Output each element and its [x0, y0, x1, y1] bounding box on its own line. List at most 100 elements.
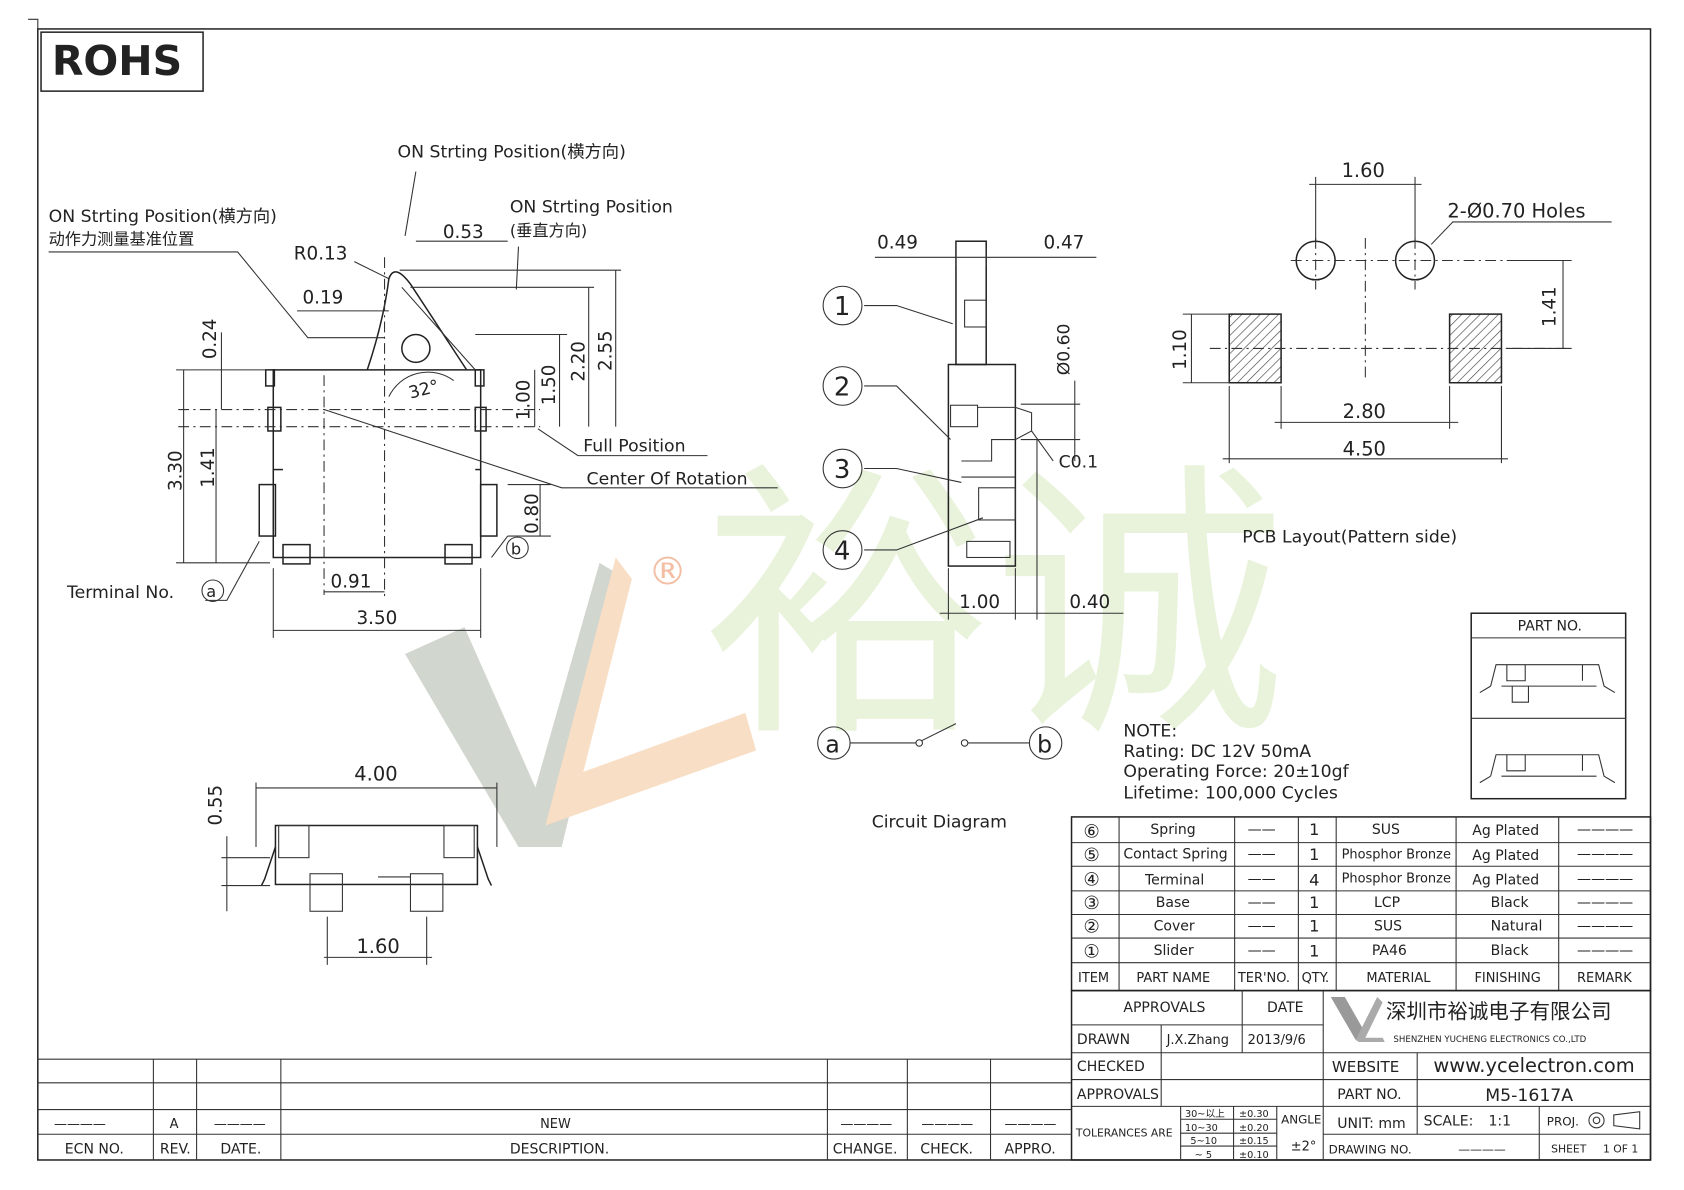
rev-rev: REV.: [160, 1142, 191, 1158]
bom-row: ⑤ Contact Spring —— 1 Phosphor Bronze Ag…: [1083, 845, 1633, 866]
callout-3[interactable]: [822, 448, 863, 489]
tb-date: DATE: [1267, 1000, 1303, 1016]
watermark-chinese: 裕诚: [702, 439, 1285, 777]
tb-angle-label: ANGLE: [1281, 1113, 1321, 1127]
bom-qty: 1: [1309, 845, 1319, 864]
bom-name: Terminal: [1144, 873, 1204, 889]
bom-name: Slider: [1154, 943, 1194, 959]
tb-website[interactable]: www.ycelectron.com: [1433, 1054, 1634, 1077]
bom-name: Cover: [1154, 919, 1195, 935]
dim-r013: R0.13: [294, 244, 348, 265]
bom-row: ④ Terminal —— 4 Phosphor Bronze Ag Plate…: [1083, 870, 1633, 891]
title-block: APPROVALS DATE DRAWN J.X.Zhang 2013/9/6 …: [1070, 989, 1652, 1161]
bom-item: ④: [1083, 870, 1099, 891]
end-view-callouts[interactable]: 1 2 3 4: [822, 285, 863, 570]
bom-remark: ————: [1577, 919, 1633, 935]
bom-item: ⑤: [1083, 845, 1099, 866]
dim-019: 0.19: [302, 287, 343, 308]
bottom-view: 4.00 0.55 1.60: [205, 763, 498, 965]
bom-header-qty: QTY.: [1302, 971, 1330, 986]
bom-qty: 1: [1309, 941, 1319, 960]
dim-110: 1.10: [1170, 329, 1191, 370]
circuit-diagram: a b Circuit Diagram: [817, 723, 1063, 833]
bom-header-name: PART NAME: [1136, 971, 1210, 986]
dim-100: 1.00: [513, 380, 534, 421]
tb-partno-label: PART NO.: [1337, 1087, 1401, 1103]
tb-company-cn: 深圳市裕诚电子有限公司: [1386, 1000, 1612, 1024]
dim-141: 1.41: [198, 447, 219, 488]
bom-header-material: MATERIAL: [1366, 971, 1431, 986]
part-no-box: PART NO.: [1470, 612, 1627, 800]
rev-desc-val: NEW: [540, 1117, 571, 1132]
callout-1[interactable]: [822, 285, 863, 326]
tb-approvals2: APPROVALS: [1077, 1087, 1159, 1103]
bom-name: Contact Spring: [1123, 847, 1227, 863]
side-view: [48, 171, 778, 638]
tb-drawing-no: DRAWING NO.: [1329, 1143, 1412, 1157]
rev-rev-val: A: [170, 1117, 179, 1132]
rev-change-val: ————: [840, 1117, 892, 1132]
tb-tol-r2a: 10~30: [1185, 1123, 1218, 1134]
tb-sheet: SHEET: [1551, 1143, 1587, 1156]
bom-header-ter: TER'NO.: [1237, 971, 1290, 986]
terminal-a-label: a: [206, 582, 216, 601]
label-on-string-right-cn: (垂直方向): [510, 221, 587, 240]
tb-drawing-no-val: ————: [1458, 1143, 1506, 1157]
sheet-border: [37, 28, 1652, 1161]
dim-160: 1.60: [1342, 159, 1385, 182]
part-no-box-title: PART NO.: [1518, 618, 1582, 634]
bom-qty: 1: [1309, 820, 1319, 839]
dim-053: 0.53: [443, 222, 484, 243]
dim-080: 0.80: [522, 493, 543, 534]
bom-row: ⑥ Spring —— 1 SUS Ag Plated ————: [1083, 820, 1633, 842]
bom-header-remark: REMARK: [1577, 971, 1632, 986]
bom-finish: Ag Plated: [1472, 823, 1539, 839]
bom-finish: Natural: [1491, 919, 1543, 935]
label-full-position: Full Position: [583, 436, 685, 456]
bom-material: SUS: [1374, 919, 1402, 935]
circuit-terminal-b: b: [1037, 731, 1052, 759]
bom-remark: ————: [1577, 871, 1633, 887]
pcb-layout-labels: 1.60 2-Ø0.70 Holes 1.41 1.10 2.80 4.50 P…: [1170, 159, 1586, 547]
callout-4[interactable]: [822, 530, 863, 570]
terminal-a-marker: [201, 579, 225, 602]
revision-block: ———— A ———— NEW ———— ———— ———— ECN NO. R…: [37, 1058, 1072, 1160]
dim-angle: 32°: [407, 377, 442, 404]
bom-remark: ————: [1577, 943, 1633, 959]
dim-330: 3.30: [165, 450, 186, 491]
bom-ter: ——: [1248, 895, 1276, 911]
bom-ter: ——: [1248, 847, 1276, 863]
callout-2[interactable]: [822, 366, 863, 406]
bom-name: Spring: [1150, 822, 1195, 838]
dim-047: 0.47: [1043, 233, 1084, 254]
bom-ter: ——: [1248, 871, 1276, 887]
dim-c01: C0.1: [1059, 452, 1099, 472]
bom-material: SUS: [1372, 822, 1400, 838]
bom-ter: ——: [1248, 943, 1276, 959]
rev-appro-val: ————: [1005, 1117, 1057, 1132]
note-rating: Rating: DC 12V 50mA: [1123, 742, 1311, 762]
dim-091: 0.91: [331, 572, 372, 593]
tb-tol-r2b: ±0.20: [1239, 1123, 1269, 1134]
bom-item: ⑥: [1083, 821, 1099, 842]
tb-partno: M5-1617A: [1485, 1086, 1573, 1106]
label-pcb-layout: PCB Layout(Pattern side): [1242, 528, 1457, 548]
rev-description: DESCRIPTION.: [510, 1142, 609, 1158]
dim-150: 1.50: [539, 365, 560, 406]
bom-name: Base: [1156, 895, 1190, 911]
rev-date: DATE.: [220, 1142, 261, 1158]
tb-sheet-val: 1 OF 1: [1603, 1143, 1638, 1156]
dim-100b: 1.00: [959, 592, 1000, 613]
tb-tol-r3b: ±0.15: [1239, 1136, 1269, 1147]
label-circuit-diagram: Circuit Diagram: [872, 813, 1007, 833]
tb-tol-r3a: 5~10: [1190, 1136, 1217, 1147]
bom-finish: Black: [1491, 943, 1530, 959]
bom-remark: ————: [1577, 822, 1633, 838]
bom-qty: 1: [1309, 893, 1319, 912]
dim-049: 0.49: [877, 233, 918, 254]
dim-350: 3.50: [356, 608, 397, 629]
watermark-logo: ® 裕诚: [405, 439, 1285, 847]
projection-symbol-icon: [1588, 1112, 1605, 1129]
dim-024: 0.24: [200, 319, 221, 360]
